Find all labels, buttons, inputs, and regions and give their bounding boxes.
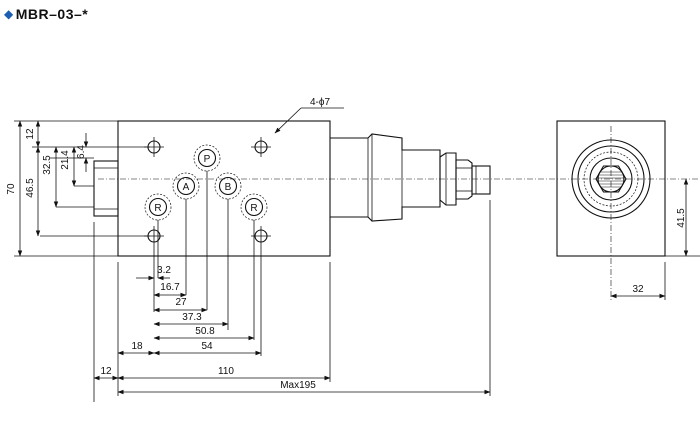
dim-16-7: 16.7	[160, 282, 180, 293]
hole-callout: 4-ϕ7	[274, 97, 344, 134]
title-text: MBR–03–*	[15, 6, 89, 22]
left-dimensions: 70 12 46.5 32.5 21.4 6.4	[6, 120, 150, 257]
dim-41-5: 41.5	[676, 208, 687, 228]
dim-70: 70	[6, 183, 17, 195]
dim-6-4: 6.4	[76, 145, 87, 159]
front-view: P A B R R	[93, 120, 700, 356]
dim-32-5: 32.5	[42, 155, 53, 175]
port-a: A	[172, 172, 200, 200]
bottom-dimensions: 3.2 16.7 27 37.3 50.8 18 54 12 110 Max19…	[93, 200, 491, 402]
dim-110: 110	[218, 366, 234, 377]
dim-max195: Max195	[280, 380, 316, 391]
diagram-title: ◆ MBR–03–*	[4, 6, 88, 22]
left-stub	[93, 160, 119, 217]
adjuster-housing	[330, 133, 441, 222]
port-p-label: P	[204, 154, 211, 165]
port-r-left: R	[144, 193, 172, 221]
dim-27: 27	[175, 297, 187, 308]
dim-32: 32	[632, 284, 644, 295]
dim-46-5: 46.5	[25, 178, 36, 198]
dim-12-horizontal: 12	[100, 366, 112, 377]
dim-3-2: 3.2	[157, 265, 171, 276]
dim-18: 18	[131, 341, 143, 352]
dim-54: 54	[201, 341, 213, 352]
port-b-label: B	[225, 182, 232, 193]
mounting-hole-2	[251, 137, 271, 157]
port-r-right-label: R	[250, 203, 257, 214]
dim-21-4: 21.4	[60, 150, 71, 170]
port-b: B	[214, 172, 242, 200]
dim-50-8: 50.8	[195, 326, 215, 337]
port-p: P	[193, 144, 221, 172]
dim-12-vertical: 12	[25, 128, 36, 140]
hole-callout-text: 4-ϕ7	[310, 97, 330, 108]
adjust-screw	[471, 165, 491, 195]
diamond-icon: ◆	[4, 7, 14, 21]
dim-37-3: 37.3	[182, 312, 202, 323]
port-r-right: R	[240, 193, 268, 221]
port-a-label: A	[183, 182, 190, 193]
hex-end	[595, 165, 627, 193]
side-view: 41.5 32	[556, 120, 700, 300]
hex-nut	[455, 159, 473, 200]
port-r-left-label: R	[154, 203, 161, 214]
